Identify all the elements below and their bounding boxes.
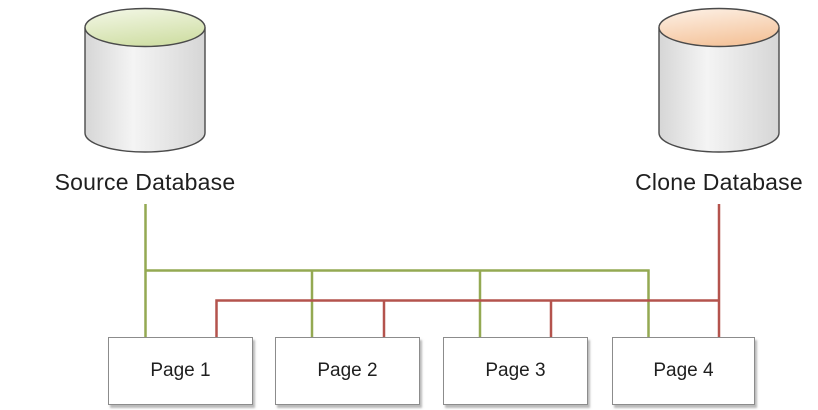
clone-database-label: Clone Database — [635, 169, 803, 195]
page-box-4: Page 4 — [612, 337, 755, 405]
clone-connector-line — [215, 204, 721, 338]
source-database-label: Source Database — [54, 169, 236, 195]
page-label-3: Page 3 — [485, 360, 546, 381]
page-label-2: Page 2 — [317, 360, 378, 381]
page-label-4: Page 4 — [653, 360, 714, 381]
clone-database-cylinder-icon — [658, 7, 780, 153]
page-label-1: Page 1 — [150, 360, 211, 381]
page-box-2: Page 2 — [275, 337, 420, 405]
cylinder-top — [658, 7, 780, 48]
cylinder-body — [658, 27, 780, 153]
page-box-1: Page 1 — [108, 337, 253, 405]
source-database-cylinder-icon — [84, 7, 206, 153]
page-box-3: Page 3 — [443, 337, 588, 405]
cylinder-body — [84, 27, 206, 153]
cylinder-top — [84, 7, 206, 48]
source-connector-line — [144, 204, 650, 338]
